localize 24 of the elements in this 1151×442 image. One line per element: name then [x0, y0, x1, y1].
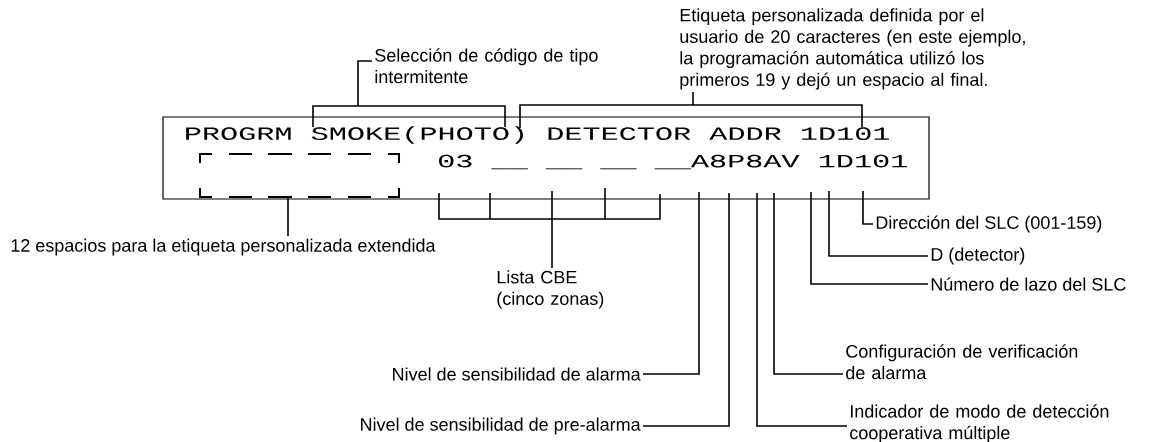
callout-text: Etiqueta personalizada definida por el usuario de 20 caracteres (en este ejemplo, la programación automática utilizó los primeros 19 y dejó un espacio al final.: [680, 8, 1025, 90]
dashed-bracket: [199, 153, 400, 198]
leader-line: [642, 192, 730, 427]
lcd-display: PROGRM SMOKE(PHOTO) DETECTOR ADDR 1D101 03 __ __ __ __A8P8AV 1D101: [162, 116, 930, 200]
leader-line: [773, 192, 844, 375]
leader-line: [828, 190, 929, 257]
leader-line: [862, 190, 874, 225]
callout-text: 12 espacios para la etiqueta personalizada extendida: [11, 238, 436, 256]
leader-line: [287, 197, 289, 238]
callout-text: D (detector): [931, 247, 1025, 265]
leader-line: [642, 191, 700, 375]
leader-line: [551, 218, 553, 269]
callout-text: Indicador de modo de detección cooperativa múltiple: [850, 404, 1109, 442]
callout-text: Nivel de sensibilidad de alarma: [393, 367, 641, 381]
callout-text: Número de lazo del SLC: [931, 277, 1126, 291]
callout-text: Configuración de verificación de alarma: [846, 344, 1078, 380]
leader-line: [810, 191, 929, 285]
leader-line: [357, 60, 373, 107]
leader-line: [756, 192, 848, 427]
callout-text: Selección de código de tipo intermitente: [375, 48, 598, 84]
leader-line: [692, 91, 694, 106]
callout-text: Dirección del SLC (001-159): [876, 215, 1102, 233]
callout-text: Nivel de sensibilidad de pre-alarma: [361, 417, 641, 435]
callout-text: Lista CBE (cinco zonas): [497, 270, 604, 309]
